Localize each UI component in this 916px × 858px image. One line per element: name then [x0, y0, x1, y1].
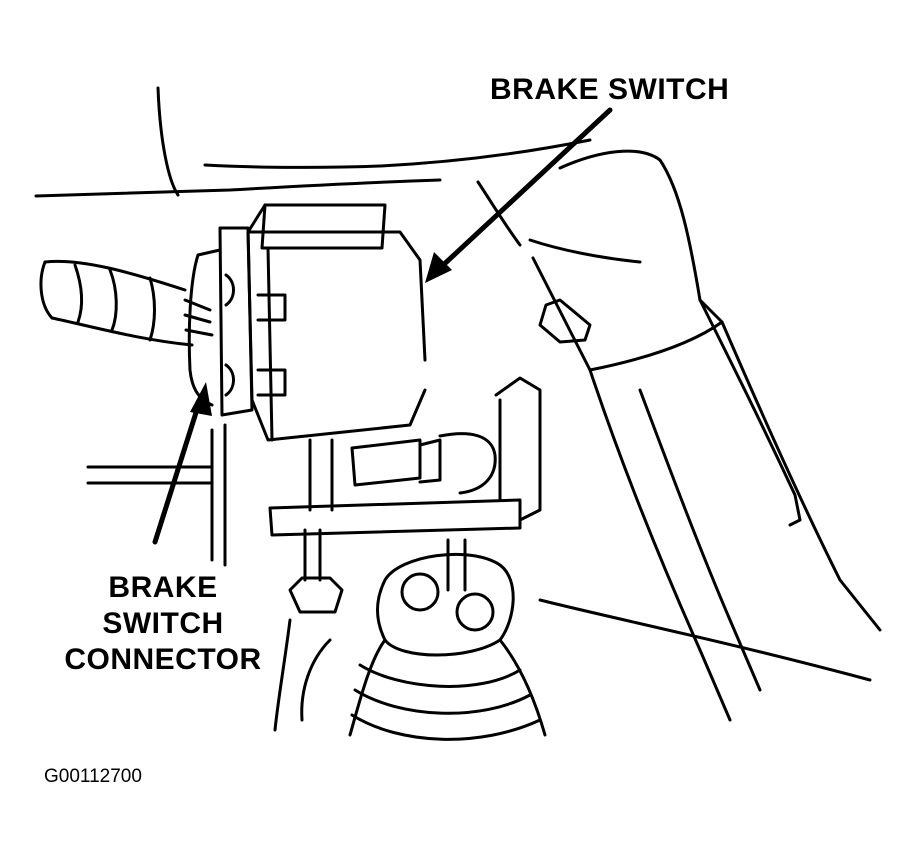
- arrowheads: [190, 252, 452, 416]
- connector-label-line-2: SWITCH: [102, 607, 224, 640]
- arrow-to-brake-switch: [437, 107, 613, 271]
- dash-panel-outline: [34, 86, 592, 247]
- brake-switch-label: BRAKE SWITCH: [490, 73, 730, 106]
- connector-label-line-3: CONNECTOR: [64, 643, 262, 676]
- leader-arrows: [152, 107, 613, 545]
- switch-plunger: [308, 432, 497, 512]
- brake-pedal-arm: [528, 149, 882, 722]
- brake-switch-body: [246, 203, 427, 442]
- connector-label-line-1: BRAKE: [108, 571, 218, 604]
- wire-harness: [39, 259, 214, 347]
- arrow-to-connector: [152, 397, 203, 545]
- brake-booster: [300, 538, 872, 741]
- mounting-bracket: [86, 376, 542, 567]
- brake-switch-connector-label: BRAKE SWITCH CONNECTOR: [44, 570, 282, 678]
- connector-block: [187, 226, 254, 417]
- brake-switch-arrowhead: [425, 252, 452, 283]
- connector-arrowhead: [190, 382, 212, 416]
- adjustment-bolt: [273, 528, 344, 732]
- figure-id: G00112700: [44, 766, 142, 787]
